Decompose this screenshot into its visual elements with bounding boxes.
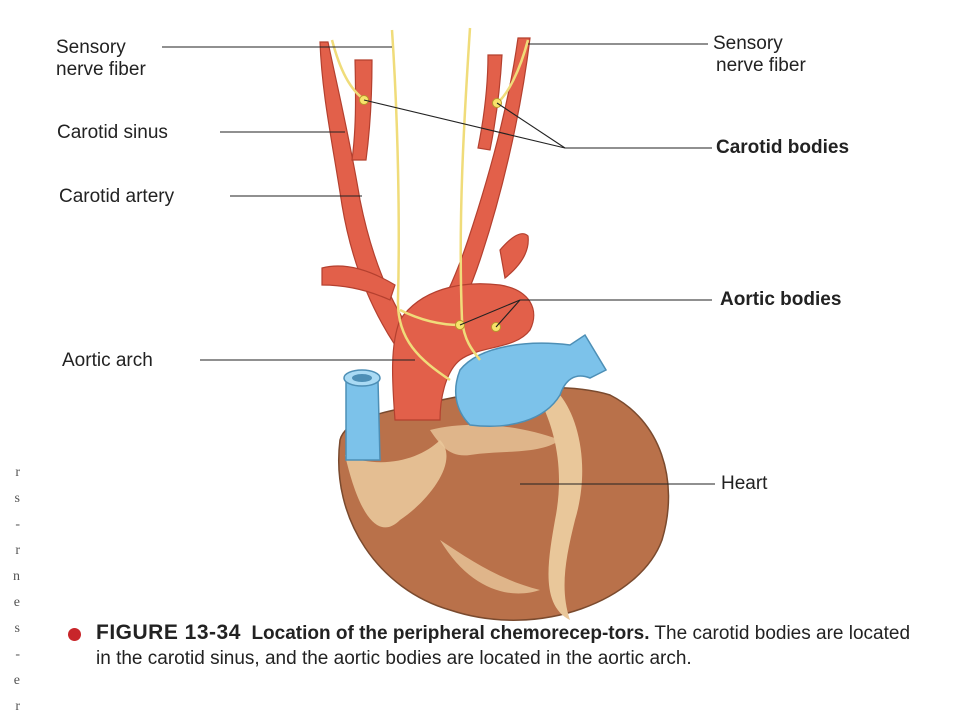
aorta-and-carotids	[319, 37, 535, 421]
margin-fragment: r	[15, 543, 20, 558]
pulmonary-trunk	[454, 333, 608, 427]
label-sensory-nerve-left-1: Sensory	[56, 37, 126, 58]
label-sensory-nerve-left-2: nerve fiber	[56, 59, 146, 80]
label-aortic-arch: Aortic arch	[62, 350, 153, 371]
figure-number: FIGURE 13-34	[96, 621, 241, 644]
label-carotid-bodies: Carotid bodies	[716, 137, 850, 158]
caption-bullet	[68, 628, 81, 641]
label-carotid-artery: Carotid artery	[59, 186, 175, 207]
margin-fragment: e	[13, 595, 20, 610]
label-heart: Heart	[721, 473, 768, 494]
label-sensory-nerve-right-2: nerve fiber	[716, 55, 806, 76]
heart	[338, 386, 670, 621]
label-aortic-bodies: Aortic bodies	[720, 289, 842, 310]
margin-fragment: s	[14, 491, 20, 506]
margin-fragment: s	[14, 621, 20, 636]
leader-lines	[162, 43, 715, 485]
figure-caption: FIGURE 13-34 Location of the peripheral …	[96, 620, 916, 671]
label-sensory-nerve-right-1: Sensory	[713, 33, 783, 54]
label-carotid-sinus: Carotid sinus	[57, 122, 168, 143]
figure-title: Location of the peripheral chemorecep-to…	[251, 623, 650, 644]
vena-cava	[343, 369, 381, 461]
margin-fragment: -	[15, 517, 20, 532]
margin-fragment: n	[13, 569, 20, 584]
margin-fragment: r	[15, 465, 20, 480]
margin-fragment: e	[13, 673, 20, 688]
margin-fragment: -	[15, 647, 20, 662]
margin-fragment: r	[15, 699, 20, 714]
margin-text-fragments: r s - r n e s - e r	[0, 460, 20, 720]
figure-body: The carotid bodies are located in the ca…	[96, 623, 911, 669]
